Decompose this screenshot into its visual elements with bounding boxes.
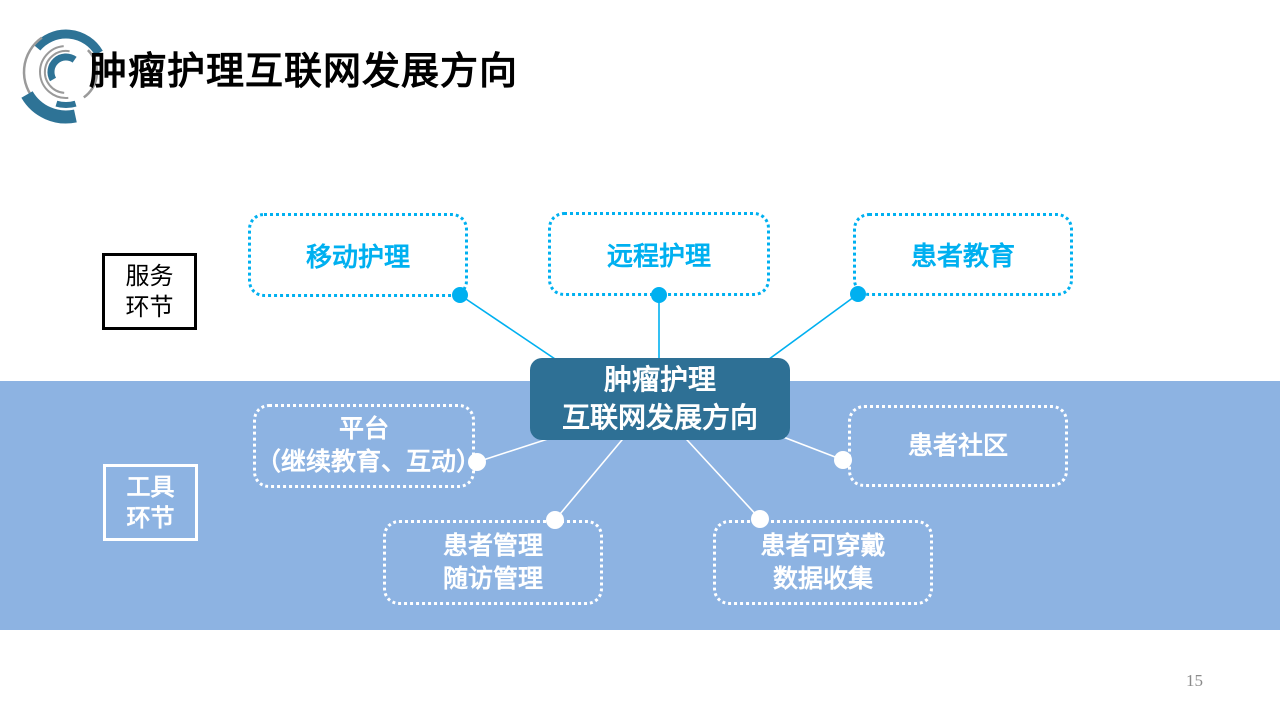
tool-label-line2: 环节: [126, 504, 175, 532]
node-patient-education-label: 患者教育: [910, 241, 1015, 271]
node-patient-management: 患者管理 随访管理: [383, 520, 603, 605]
tool-label-line1: 工具: [126, 473, 175, 501]
slide-logo-icon: [21, 29, 103, 124]
node-patient-management-line2: 随访管理: [442, 564, 543, 593]
slide-title: 肿瘤护理互联网发展方向: [89, 51, 519, 93]
service-label-line2: 环节: [125, 293, 174, 321]
node-platform: 平台 （继续教育、互动）: [253, 404, 482, 488]
center-topic-node: 肿瘤护理 互联网发展方向: [530, 358, 790, 440]
tool-section-label: 工具 环节: [103, 464, 198, 541]
node-patient-community: 患者社区: [848, 405, 1068, 487]
node-remote-nursing-label: 远程护理: [606, 240, 711, 271]
service-label-line1: 服务: [125, 262, 174, 290]
node-remote-nursing: 远程护理: [548, 212, 770, 296]
node-mobile-nursing-label: 移动护理: [305, 241, 410, 272]
node-wearable-data-line2: 数据收集: [772, 564, 873, 593]
node-platform-line1: 平台: [338, 415, 389, 443]
service-section-label: 服务 环节: [102, 253, 197, 330]
node-platform-line2: （继续教育、互动）: [256, 448, 482, 476]
node-patient-management-line1: 患者管理: [442, 531, 543, 560]
node-patient-education: 患者教育: [853, 213, 1073, 296]
center-topic-line1: 肿瘤护理: [603, 364, 716, 395]
node-mobile-nursing: 移动护理: [248, 213, 468, 297]
node-wearable-data-line1: 患者可穿戴: [760, 531, 886, 560]
node-wearable-data: 患者可穿戴 数据收集: [713, 520, 933, 605]
center-topic-line2: 互联网发展方向: [561, 402, 758, 433]
node-patient-community-label: 患者社区: [907, 431, 1008, 460]
page-number: 15: [1186, 671, 1203, 690]
